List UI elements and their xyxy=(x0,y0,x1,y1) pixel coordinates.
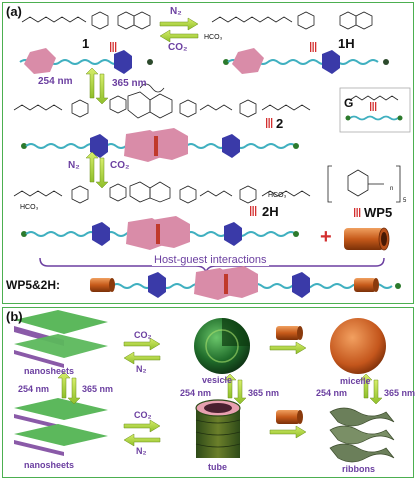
nanosheets-top-label: nanosheets xyxy=(24,366,75,376)
wp5-5-sub: 5 xyxy=(403,198,407,204)
micelle-label: micelle xyxy=(340,376,371,386)
hco3-label-2b: HCO₃ xyxy=(268,192,287,199)
co2-n2-arrow-b1 xyxy=(123,337,161,365)
uv254-label-b3: 254 nm xyxy=(316,388,348,398)
uv254-label-a1: 254 nm xyxy=(38,76,73,87)
hco3-label-1: HCO₃ xyxy=(204,34,223,41)
n2-label-a1: N₂ xyxy=(170,6,182,17)
complex-label: WP5&2H: xyxy=(6,278,61,292)
n2-co2-arrow-2 xyxy=(85,151,109,189)
compound-1H-label: 1H xyxy=(338,36,355,51)
co2-label-a1: CO₂ xyxy=(168,42,188,53)
red-bar-2H xyxy=(250,206,257,216)
co2-n2-arrow-b2 xyxy=(123,419,161,447)
nanosheets-bottom-label: nanosheets xyxy=(24,460,75,470)
n2-label-a2: N₂ xyxy=(68,160,80,171)
uv-arrow-b3 xyxy=(359,373,383,405)
uv-arrow-b1 xyxy=(57,371,81,405)
red-bar-WP5 xyxy=(354,208,361,217)
uv365-label-b1: 365 nm xyxy=(82,384,114,394)
nanosheets-bottom xyxy=(14,398,108,456)
compound-WP5-label: WP5 xyxy=(364,205,393,220)
strand-1H xyxy=(223,48,389,74)
compound-2H-structure xyxy=(13,181,311,204)
strand-1 xyxy=(19,48,153,74)
compound-G-label: G xyxy=(344,96,354,110)
uv254-label-b2: 254 nm xyxy=(180,388,212,398)
complex-strand xyxy=(90,266,401,300)
uv254-label-b1: 254 nm xyxy=(18,384,50,394)
host-guest-label: Host-guest interactions xyxy=(152,254,269,266)
uv365-label-a1: 365 nm xyxy=(112,78,147,89)
n2-label-b2: N₂ xyxy=(136,446,147,456)
vesicle-label: vesicle xyxy=(202,375,233,385)
uv365-label-b3: 365 nm xyxy=(384,388,416,398)
uv365-label-b2: 365 nm xyxy=(248,388,280,398)
nanosheets-top xyxy=(14,310,108,368)
compound-1-structure xyxy=(21,11,151,30)
copper-host-b2 xyxy=(269,410,307,439)
nanotube xyxy=(195,399,241,458)
ribbons-label: ribbons xyxy=(342,464,375,474)
vesicle-sphere xyxy=(194,318,250,374)
compound-2H-label: 2H xyxy=(262,204,279,219)
strand-2H xyxy=(21,216,299,250)
copper-host-b1 xyxy=(269,326,307,355)
micelle-sphere xyxy=(330,318,386,374)
co2-label-b2: CO₂ xyxy=(134,410,152,420)
strand-2 xyxy=(21,128,299,162)
panel-b-label: (b) xyxy=(6,309,23,324)
n2-co2-arrow-1 xyxy=(159,17,199,43)
compound-2-label: 2 xyxy=(276,116,284,131)
red-bar-2 xyxy=(266,118,273,128)
hco3-label-2a: HCO₃ xyxy=(20,204,39,211)
panel-a-label: (a) xyxy=(6,4,22,19)
plus-sign: + xyxy=(320,226,332,248)
WP5-structure xyxy=(327,165,401,203)
copper-tube-host xyxy=(344,227,390,251)
tube-label: tube xyxy=(208,462,227,472)
red-bar-1 xyxy=(110,42,317,52)
uv-arrow-a1 xyxy=(85,67,109,105)
co2-label-b1: CO₂ xyxy=(134,330,152,340)
n2-label-b1: N₂ xyxy=(136,364,147,374)
red-bar-G xyxy=(370,102,377,111)
compound-1-label: 1 xyxy=(82,36,90,51)
panel-a xyxy=(2,2,414,304)
wp5-n-sub: n xyxy=(390,186,394,192)
compound-1H-structure xyxy=(211,11,373,30)
compound-2-structure xyxy=(13,83,311,119)
guest-G-structure xyxy=(339,87,411,133)
co2-label-a2: CO₂ xyxy=(110,160,130,171)
ribbon-sheet xyxy=(329,407,395,463)
uv-arrow-b2 xyxy=(223,373,247,405)
